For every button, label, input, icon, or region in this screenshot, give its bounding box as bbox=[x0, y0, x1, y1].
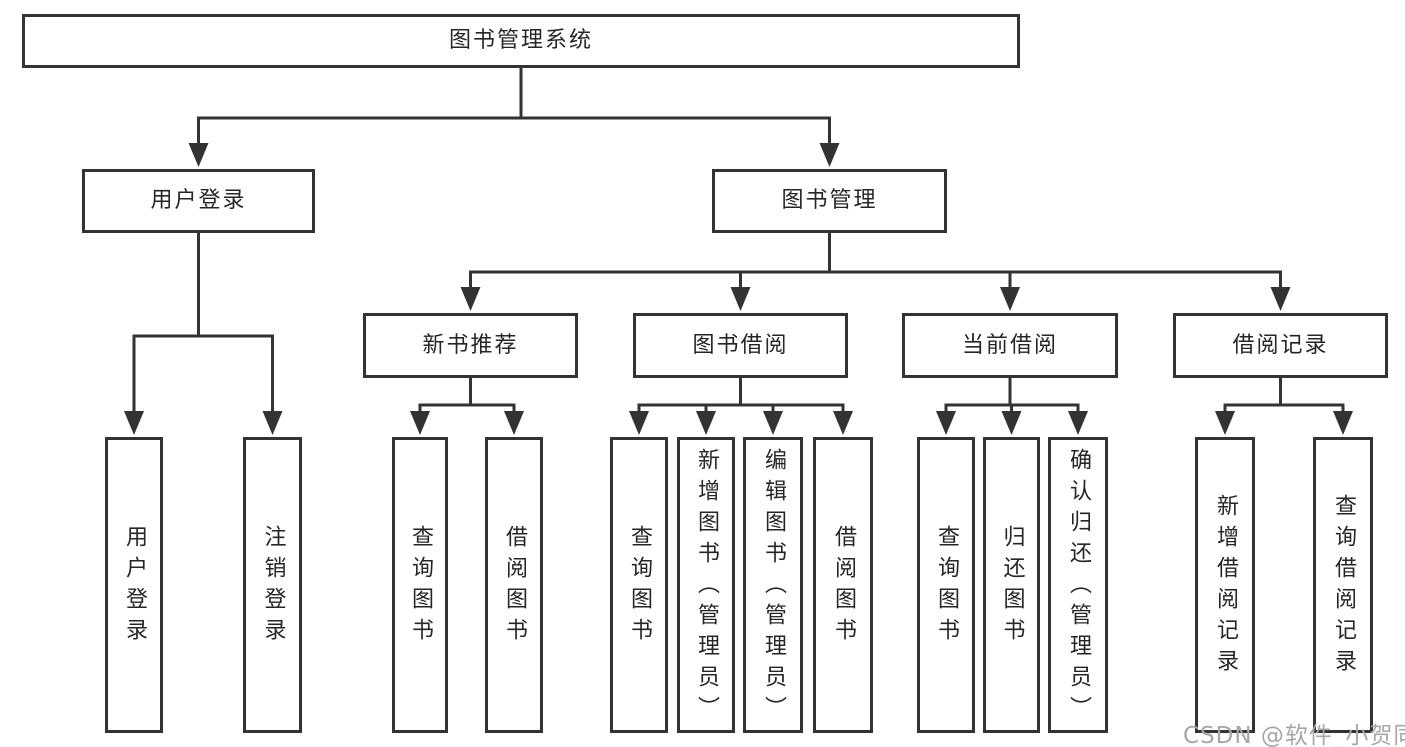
arrowhead-icon bbox=[1000, 287, 1020, 311]
node-leaf-cb-confirm: 确认归还（管理员） bbox=[1048, 437, 1108, 733]
node-label: 新增图书（管理员） bbox=[694, 447, 719, 727]
arrowhead-icon bbox=[1068, 411, 1088, 435]
node-label: 注销登录 bbox=[260, 525, 286, 649]
node-leaf-bb-add: 新增图书（管理员） bbox=[677, 437, 735, 733]
arrowhead-icon bbox=[833, 411, 853, 435]
node-label: 归还图书 bbox=[999, 525, 1025, 649]
node-label: 用户登录 bbox=[150, 188, 247, 213]
node-leaf-user-login: 用户登录 bbox=[105, 437, 163, 733]
arrowhead-icon bbox=[936, 411, 956, 435]
arrowhead-icon bbox=[1001, 411, 1022, 435]
node-label: 查询图书 bbox=[627, 525, 652, 649]
arrowhead-icon bbox=[1333, 411, 1353, 435]
node-label: 借阅图书 bbox=[831, 525, 856, 649]
node-leaf-logout: 注销登录 bbox=[243, 437, 302, 733]
node-label: 当前借阅 bbox=[961, 332, 1058, 358]
node-new-book-rec: 新书推荐 bbox=[363, 313, 578, 378]
node-label: 借阅记录 bbox=[1232, 332, 1329, 358]
arrowhead-icon bbox=[410, 411, 430, 435]
arrowhead-icon bbox=[124, 411, 144, 435]
node-root: 图书管理系统 bbox=[22, 14, 1020, 68]
arrowhead-icon bbox=[696, 411, 716, 435]
node-label: 查询借阅记录 bbox=[1331, 494, 1356, 680]
watermark: CSDN @软件_小贺同学 bbox=[1183, 723, 1405, 747]
arrowhead-icon bbox=[1270, 287, 1291, 311]
node-leaf-bb-borrow: 借阅图书 bbox=[813, 437, 873, 733]
node-borrow-record: 借阅记录 bbox=[1173, 313, 1388, 378]
arrowhead-icon bbox=[1215, 411, 1235, 435]
arrowhead-icon bbox=[730, 287, 751, 311]
node-label: 查询图书 bbox=[934, 525, 959, 649]
node-user-login: 用户登录 bbox=[82, 169, 315, 233]
node-label: 用户登录 bbox=[122, 525, 147, 649]
node-label: 新书推荐 bbox=[422, 332, 519, 358]
node-book-mgmt: 图书管理 bbox=[712, 169, 947, 233]
node-leaf-cb-query: 查询图书 bbox=[917, 437, 975, 733]
node-label: 查询图书 bbox=[408, 525, 433, 649]
node-leaf-nb-borrow: 借阅图书 bbox=[485, 437, 543, 733]
arrowhead-icon bbox=[460, 287, 481, 311]
arrowhead-icon bbox=[629, 411, 649, 435]
node-leaf-bb-edit: 编辑图书（管理员） bbox=[743, 437, 803, 733]
node-label: 借阅图书 bbox=[502, 525, 527, 649]
node-leaf-bb-query: 查询图书 bbox=[610, 437, 668, 733]
arrowhead-icon bbox=[262, 411, 283, 435]
arrowhead-icon bbox=[504, 411, 524, 435]
node-label: 确认归还（管理员） bbox=[1066, 447, 1091, 727]
node-label: 图书管理系统 bbox=[448, 28, 593, 53]
node-leaf-nb-query: 查询图书 bbox=[392, 437, 448, 733]
node-label: 图书借阅 bbox=[692, 332, 789, 358]
node-leaf-cb-return: 归还图书 bbox=[983, 437, 1040, 733]
node-current-borrow: 当前借阅 bbox=[902, 313, 1118, 378]
node-label: 图书管理 bbox=[781, 188, 878, 213]
arrowhead-icon bbox=[188, 143, 209, 167]
node-leaf-br-query: 查询借阅记录 bbox=[1313, 437, 1373, 733]
node-label: 新增借阅记录 bbox=[1213, 494, 1238, 680]
arrowhead-icon bbox=[819, 143, 840, 167]
arrowhead-icon bbox=[763, 411, 783, 435]
node-leaf-br-add: 新增借阅记录 bbox=[1195, 437, 1255, 733]
node-book-borrow: 图书借阅 bbox=[633, 313, 848, 378]
node-label: 编辑图书（管理员） bbox=[761, 447, 786, 727]
